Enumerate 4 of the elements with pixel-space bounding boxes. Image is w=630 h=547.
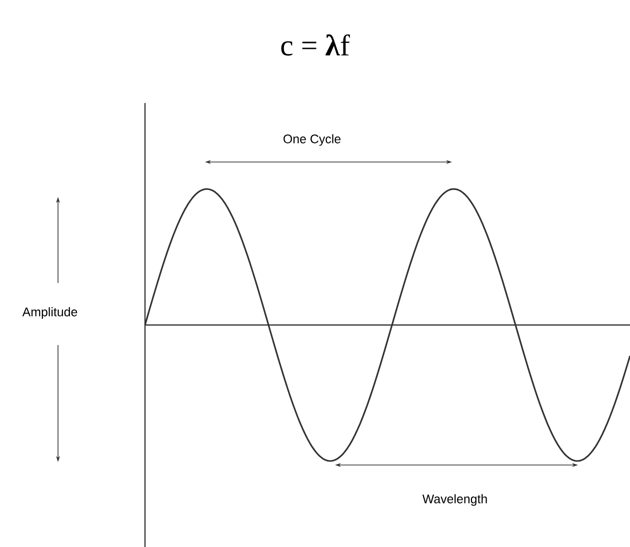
dimension-label: One Cycle	[284, 134, 340, 146]
title: c = λf	[281, 34, 350, 56]
dimension-label: Wavelength	[422, 494, 487, 506]
dimension-label: Amplitude	[22, 307, 78, 319]
